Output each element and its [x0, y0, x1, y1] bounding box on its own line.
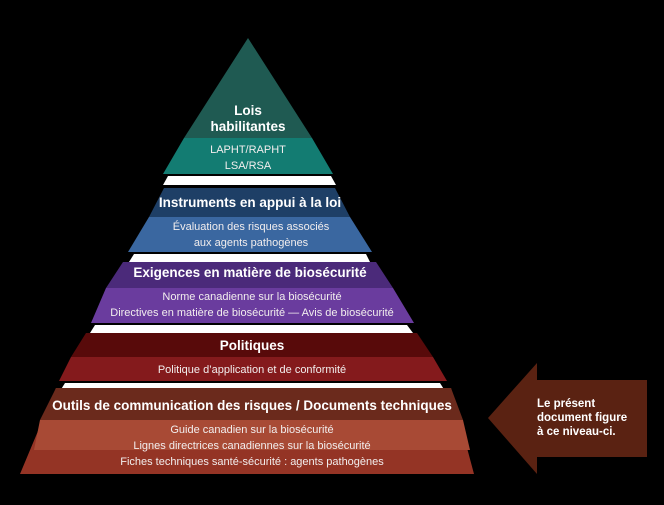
- tier-1-items: LAPHT/RAPHT LSA/RSA: [210, 142, 286, 174]
- tier-2-title: Instruments en appui à la loi: [158, 195, 342, 210]
- callout-arrow: [488, 363, 647, 474]
- tier-1-title: Lois habilitantes: [210, 103, 285, 135]
- tier-4-items: Politique d’application et de conformité: [158, 362, 346, 378]
- tier-2-items: Évaluation des risques associés aux agen…: [173, 219, 330, 251]
- tier-exigences: [91, 262, 414, 323]
- tier-3-item: Directives en matière de biosécurité — A…: [110, 307, 394, 319]
- tier-3-items: Norme canadienne sur la biosécurité Dire…: [110, 289, 394, 321]
- tier-3-title: Exigences en matière de biosécurité: [133, 265, 367, 280]
- tier-politiques: [59, 333, 447, 381]
- tier-4-item: Politique d’application et de conformité: [157, 364, 347, 376]
- tier-5-items: Guide canadien sur la biosécurité Lignes…: [120, 422, 384, 470]
- tier-1-item: LSA/RSA: [224, 160, 272, 172]
- tier-5-item: Lignes directrices canadiennes sur la bi…: [133, 440, 371, 452]
- tier-1-title-line2: habilitantes: [210, 119, 286, 134]
- callout-text: Le présent document figure à ce niveau-c…: [537, 398, 628, 438]
- tier-5-title: Outils de communication des risques / Do…: [52, 398, 452, 413]
- tier-2-item: aux agents pathogènes: [193, 237, 309, 249]
- tier-outils: [20, 388, 474, 474]
- tier-2-item: Évaluation des risques associés: [172, 221, 330, 233]
- tier-1-title-line1: Lois: [234, 103, 262, 118]
- tier-3-item: Norme canadienne sur la biosécurité: [162, 291, 342, 303]
- tier-1-item: LAPHT/RAPHT: [210, 144, 286, 156]
- tier-lois-habilitantes: [163, 38, 333, 174]
- tier-5-item: Guide canadien sur la biosécurité: [170, 424, 334, 436]
- tier-5-item: Fiches techniques santé-sécurité : agent…: [120, 456, 384, 468]
- tier-4-title: Politiques: [219, 338, 285, 353]
- tier-instruments: [128, 188, 372, 252]
